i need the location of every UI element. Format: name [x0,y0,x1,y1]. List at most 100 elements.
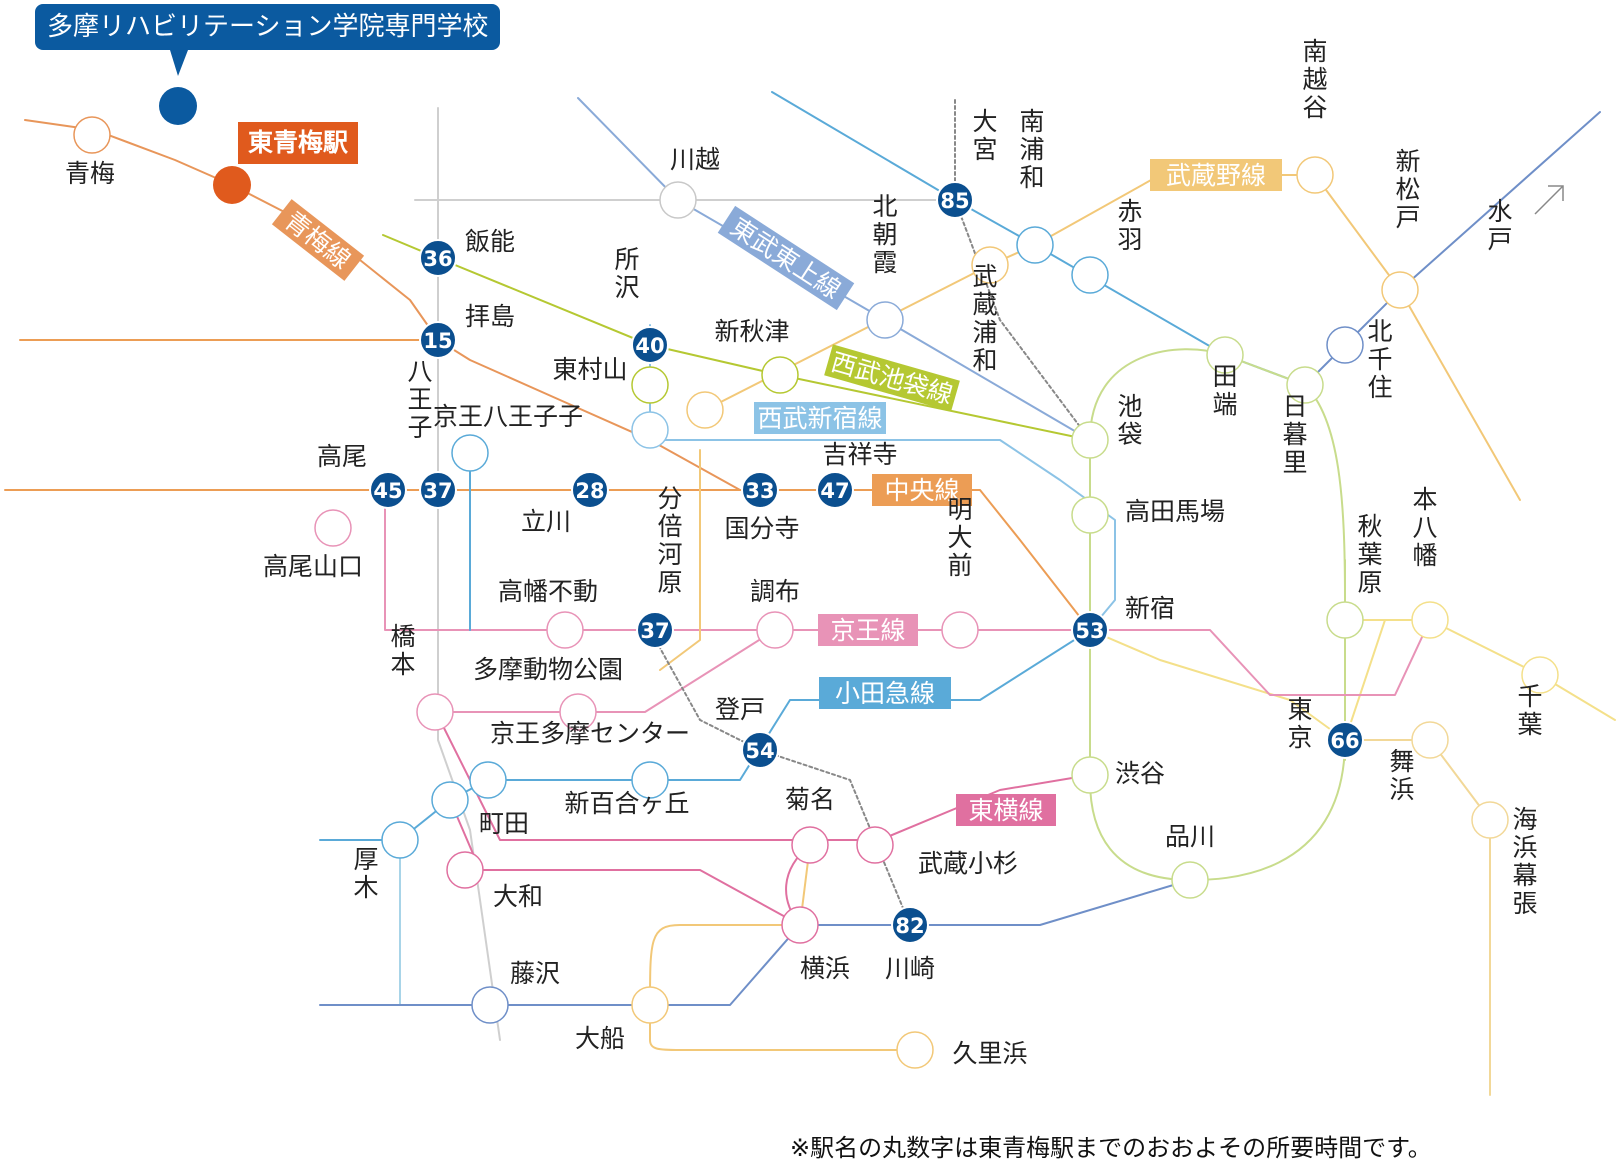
station-name: 千葉 [1517,682,1542,739]
station-name: 品川 [1165,822,1215,851]
time-badge-value: 36 [423,247,452,271]
station-name: 高尾 [317,442,367,471]
station-name: 日暮里 [1282,392,1307,477]
dotted-nambu [649,629,911,926]
line-label: 西武池袋線 [824,344,960,412]
station-name: 川崎 [885,954,935,983]
time-badge-value: 37 [423,479,452,503]
station-kaihin-makuhari [1471,801,1509,839]
time-badge: 82 [891,906,929,944]
svg-text:武蔵野線: 武蔵野線 [1166,161,1266,190]
station-name: 赤羽 [1117,197,1142,254]
time-badge: 47 [816,471,854,509]
keio-line [384,489,1431,696]
station-name: 新松戸 [1395,147,1420,232]
station-maihama [1411,721,1449,759]
keiyo-line [1344,739,1491,1096]
station-name: 京王八王子子 [433,402,583,431]
line-label: 中央線 [872,474,972,506]
station-takadanobaba [1071,496,1109,534]
svg-text:京王線: 京王線 [830,616,905,645]
time-badge-value: 40 [635,334,664,358]
time-badge: 37 [636,611,674,649]
station-kurihama [896,1031,934,1069]
station-name: 新百合ヶ丘 [564,789,689,818]
station-tabata [1206,336,1244,374]
station-name: 厚木 [353,845,378,902]
station-chofu [756,611,794,649]
station-kawagoe [659,181,697,219]
station-machida-b [431,781,469,819]
station-kikuna [791,826,829,864]
station-meidaimae [941,611,979,649]
time-badge: 54 [741,731,779,769]
station-name: 所沢 [614,245,639,302]
station-name: 武蔵小杉 [918,849,1018,878]
station-kita-senju [1326,326,1364,364]
station-name: 町田 [479,809,529,838]
joban-line [1304,111,1601,386]
station-takahatafudo [546,611,584,649]
station-musashi-kosugi [856,826,894,864]
time-badge-value: 15 [423,329,452,353]
time-badge: 37 [419,471,457,509]
mito-arrow-shaft [1534,185,1564,215]
station-yokohama [781,906,819,944]
station-atsugi [381,821,419,859]
station-tama-center [559,693,597,731]
line-label: 西武新宿線 [754,402,886,434]
station-name: 八王子 [407,357,432,442]
station-yamato [446,851,484,889]
station-name: 田端 [1212,362,1237,419]
station-name: 国分寺 [724,514,799,543]
svg-text:小田急線: 小田急線 [835,679,935,708]
station-keio-hachioji [451,434,489,472]
time-badge: 36 [419,239,457,277]
station-ikebukuro [1071,421,1109,459]
station-name: 登戸 [715,695,765,724]
line-label: 小田急線 [819,677,951,709]
time-badge: 15 [419,321,457,359]
time-badge-value: 47 [820,479,849,503]
station-name: 高田馬場 [1125,497,1225,526]
station-name: 多摩動物公園 [473,655,623,684]
line-label: 京王線 [818,614,918,646]
station-name: 橋本 [390,622,415,679]
svg-text:西武新宿線: 西武新宿線 [757,404,882,433]
station-hashimoto [416,693,454,731]
station-machida [469,761,507,799]
svg-text:西武池袋線: 西武池袋線 [828,347,956,409]
time-badge: 33 [741,471,779,509]
yokohama-line [449,799,801,926]
toyoko-line [434,709,1091,841]
station-name: 川越 [670,145,720,174]
ome-line [24,119,741,491]
station-name: 吉祥寺 [822,440,897,469]
station-takaosanguchi [314,509,352,547]
home-station-label: 東青梅駅 [238,122,359,164]
svg-text:中央線: 中央線 [884,476,959,505]
station-name: 新宿 [1125,594,1175,623]
station-name: 分倍河原 [657,484,682,597]
station-name: 藤沢 [510,959,560,988]
station-name: 武蔵浦和 [972,262,997,375]
line-label: 武蔵野線 [1150,159,1282,191]
station-name: 南浦和 [1019,107,1044,192]
station-name: 大宮 [972,107,997,164]
station-name: 新秋津 [714,317,789,346]
time-badge: 85 [936,181,974,219]
time-badge-value: 53 [1075,619,1104,643]
line-label: 東横線 [956,794,1056,826]
svg-text:東武東上線: 東武東上線 [725,212,846,304]
station-name: 調布 [750,577,800,606]
station-name: 大和 [493,882,543,911]
station-name: 水戸 [1487,197,1512,254]
station-shinagawa [1171,861,1209,899]
station-name: 横浜 [800,954,850,983]
time-badge: 40 [631,326,669,364]
line-label: 東武東上線 [717,205,855,311]
station-motoyawata [1411,601,1449,639]
station-nippori [1286,366,1324,404]
time-badge-value: 66 [1330,729,1359,753]
